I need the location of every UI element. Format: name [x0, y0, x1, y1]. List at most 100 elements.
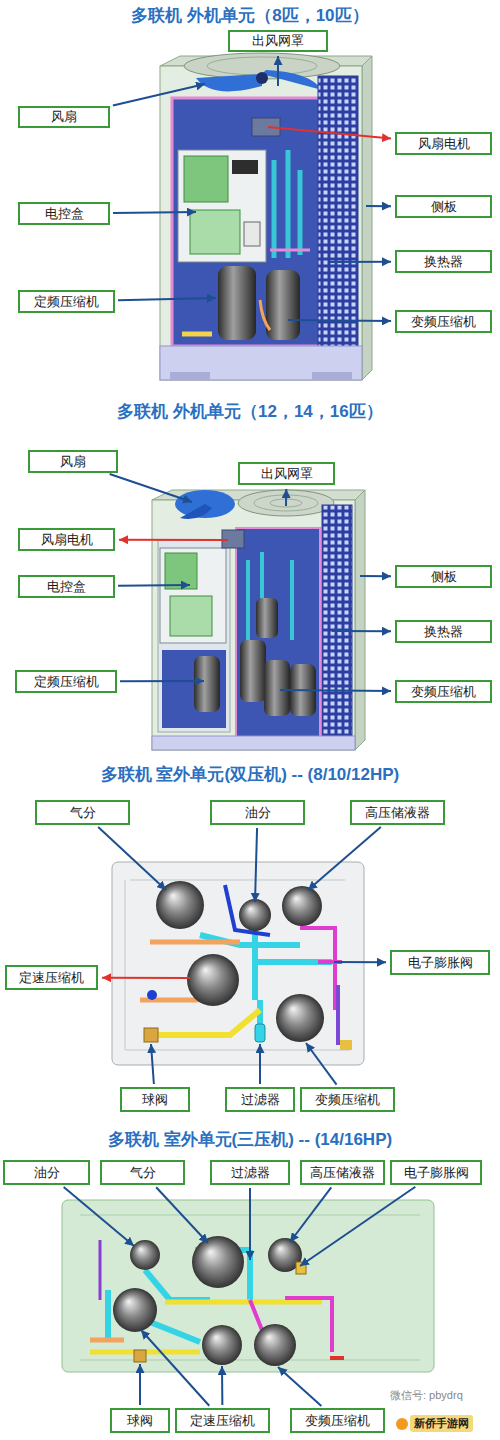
base-plate-three-compressors [62, 1200, 434, 1372]
base-plate-two-compressors [282, 886, 322, 926]
part-label-box: 定频压缩机 [18, 290, 115, 313]
leader-line [151, 1044, 154, 1084]
outdoor-unit-12-16hp [152, 500, 355, 750]
outdoor-unit-8-10hp [172, 98, 322, 346]
base-plate-three-compressors [113, 1288, 157, 1332]
part-label: 高压储液器 [310, 1165, 375, 1181]
outdoor-unit-8-10hp [172, 98, 322, 346]
outdoor-unit-12-16hp [236, 528, 320, 738]
outdoor-unit-12-16hp [165, 553, 197, 589]
section-title: 多联机 外机单元（8匹，10匹） [0, 4, 500, 27]
leader-line [259, 1044, 261, 1084]
leader-line [280, 690, 391, 691]
part-label: 油分 [245, 805, 271, 821]
part-label-box: 变频压缩机 [395, 310, 492, 333]
outdoor-unit-12-16hp [236, 528, 320, 738]
leader-line [113, 84, 205, 106]
outdoor-unit-8-10hp [362, 56, 372, 380]
part-label: 风扇电机 [41, 532, 93, 548]
outdoor-unit-8-10hp [244, 222, 260, 246]
part-label-box: 侧板 [395, 565, 492, 588]
part-label-box: 过滤器 [210, 1160, 290, 1185]
base-plate-three-compressors [62, 1200, 434, 1372]
outdoor-unit-12-16hp [248, 552, 292, 640]
outdoor-unit-12-16hp [194, 656, 220, 712]
part-label: 换热器 [424, 624, 463, 640]
part-label: 过滤器 [241, 1092, 280, 1108]
outdoor-unit-8-10hp [266, 270, 300, 340]
outdoor-unit-12-16hp [322, 505, 352, 743]
part-label: 换热器 [424, 254, 463, 270]
leader-line [221, 1366, 223, 1405]
part-label-box: 气分 [35, 800, 130, 825]
part-label-box: 电控盒 [18, 575, 115, 598]
outdoor-unit-8-10hp [260, 300, 270, 330]
leader-line [360, 575, 391, 577]
leader-line [268, 127, 391, 139]
part-label: 电子膨胀阀 [404, 1165, 469, 1181]
outdoor-unit-8-10hp [256, 72, 268, 84]
part-label: 电控盒 [47, 579, 86, 595]
part-label-box: 风扇 [18, 106, 110, 128]
leader-line [118, 584, 190, 587]
base-plate-two-compressors [239, 899, 271, 931]
base-plate-two-compressors [147, 990, 157, 1000]
leader-line [98, 827, 166, 890]
base-plate-two-compressors [255, 1024, 265, 1042]
base-plate-three-compressors [192, 1236, 244, 1288]
outdoor-unit-12-16hp [240, 640, 266, 702]
base-plate-two-compressors [276, 994, 324, 1042]
outdoor-unit-12-16hp [160, 548, 226, 643]
base-plate-two-compressors [112, 862, 364, 1065]
base-plate-two-compressors [225, 885, 270, 935]
leader-line [366, 205, 391, 207]
outdoor-unit-12-16hp [152, 490, 365, 750]
part-label: 油分 [34, 1165, 60, 1181]
logo-icon [396, 1418, 408, 1430]
leader-line [306, 1043, 337, 1085]
leader-line [308, 827, 381, 890]
base-plate-two-compressors [340, 1040, 352, 1050]
outdoor-unit-12-16hp [238, 490, 334, 516]
section-title: 多联机 室外单元(双压机) -- (8/10/12HP) [0, 763, 500, 786]
outdoor-unit-8-10hp [312, 372, 352, 380]
leader-line [156, 1187, 208, 1243]
base-plate-three-compressors [202, 1325, 242, 1365]
part-label-box: 变频压缩机 [300, 1087, 395, 1112]
outdoor-unit-8-10hp [170, 372, 210, 380]
part-label-box: 电子膨胀阀 [390, 950, 490, 975]
base-plate-two-compressors [112, 862, 364, 1065]
leader-line [249, 1188, 251, 1260]
part-label-box: 电子膨胀阀 [390, 1160, 482, 1185]
part-label: 风扇 [51, 109, 77, 125]
part-label-box: 出风网罩 [238, 462, 335, 485]
leader-line [120, 680, 204, 682]
base-plate-two-compressors [187, 954, 239, 1006]
leader-line [278, 1367, 321, 1406]
part-label: 球阀 [142, 1092, 168, 1108]
part-label: 风扇 [60, 454, 86, 470]
part-label: 定速压缩机 [19, 970, 84, 986]
part-label: 定速压缩机 [190, 1413, 255, 1429]
part-label-box: 高压储液器 [350, 800, 445, 825]
outdoor-unit-8-10hp [160, 66, 362, 380]
part-label-box: 定频压缩机 [15, 670, 117, 693]
outdoor-unit-12-16hp [180, 504, 212, 519]
logo-icon [396, 1418, 408, 1430]
part-label-box: 换热器 [395, 620, 492, 643]
watermark: 微信号: pbydrq [390, 1388, 463, 1403]
base-plate-two-compressors [144, 1028, 158, 1042]
outdoor-unit-8-10hp [318, 76, 358, 366]
base-plate-two-compressors [336, 985, 340, 1045]
leader-line [290, 1187, 331, 1242]
part-label: 球阀 [127, 1413, 153, 1429]
part-label: 气分 [130, 1165, 156, 1181]
outdoor-unit-8-10hp [190, 210, 240, 254]
outdoor-unit-8-10hp [232, 160, 258, 174]
outdoor-unit-8-10hp [270, 249, 310, 252]
part-label-box: 过滤器 [225, 1087, 295, 1112]
part-label: 变频压缩机 [411, 684, 476, 700]
leader-line [113, 211, 196, 214]
outdoor-unit-8-10hp [184, 156, 228, 202]
